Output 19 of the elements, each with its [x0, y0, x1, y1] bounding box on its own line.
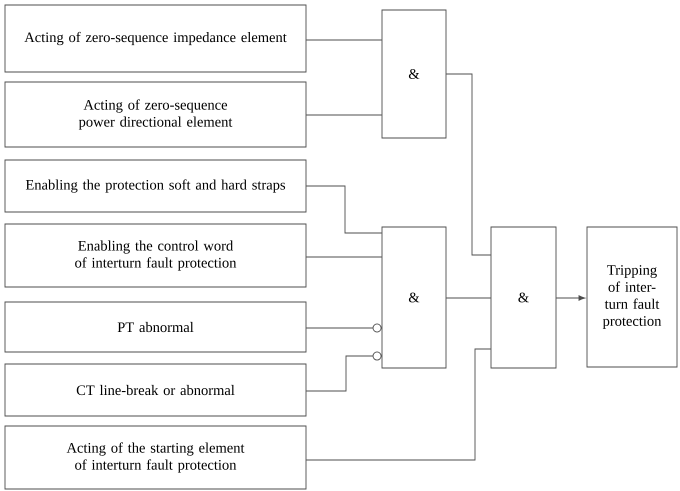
connector-line — [306, 348, 491, 460]
input-box: Enabling the protection soft and hard straps — [4, 160, 306, 212]
negated-input-line — [306, 324, 382, 332]
connector-line — [446, 74, 491, 256]
connector-line — [306, 256, 382, 258]
output-box: Tripping of inter-turn fault protection — [586, 226, 678, 368]
input-box: Acting of zero-sequence impedance element — [4, 4, 306, 72]
negated-input-line — [306, 352, 382, 392]
connector-line — [306, 114, 382, 116]
input-box: Enabling the control word of interturn fault protection — [4, 224, 306, 288]
input-box: Acting of the starting element of interturn fault protection — [4, 426, 306, 490]
arrow — [556, 295, 586, 301]
connector-line — [306, 186, 382, 234]
gate-box: & — [382, 226, 446, 368]
gate-box: & — [382, 10, 446, 138]
input-box: CT line-break or abnormal — [4, 364, 306, 416]
gate-box: & — [490, 226, 556, 368]
input-box: PT abnormal — [4, 302, 306, 352]
input-box: Acting of zero-sequence power directional element — [4, 82, 306, 148]
